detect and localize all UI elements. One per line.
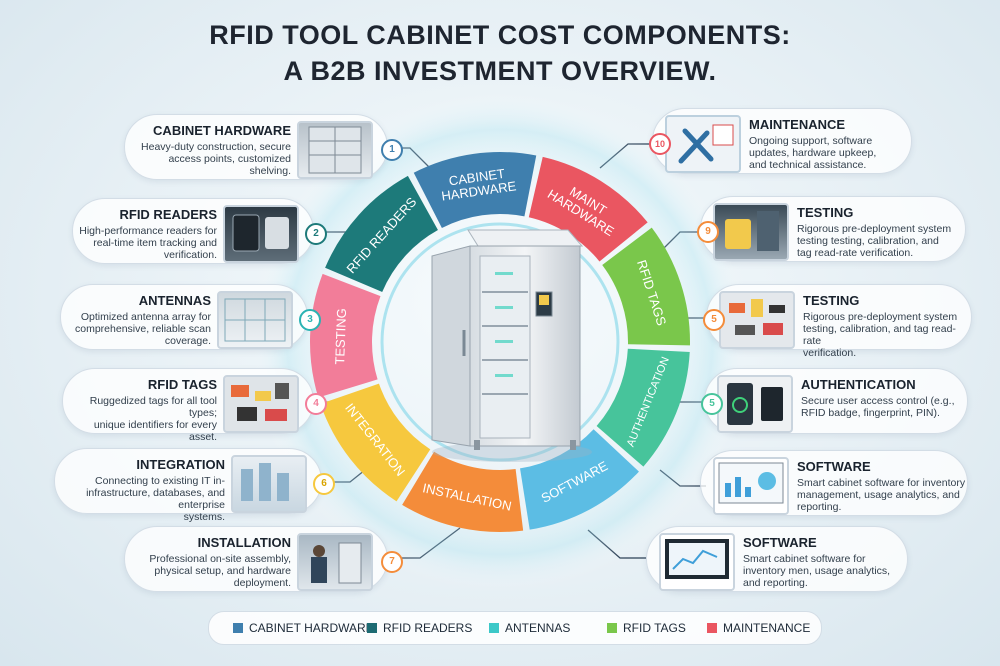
number-badge: 6 [313,473,335,495]
card-rfid-tags: RFID TAGS Ruggedized tags for all tool t… [62,368,327,443]
number-badge: 2 [305,223,327,245]
card-desc: Ruggedized tags for all tool types;uniqu… [89,395,217,443]
testing-tags-image [719,291,795,349]
ring-segment-integration [320,383,431,502]
ring-segment-installation [402,451,524,533]
installation-technicians-image [297,533,373,591]
ring-segment-authentication [596,348,690,467]
card-title: INTEGRATION [136,457,225,472]
legend-swatch [607,623,617,633]
card-title: SOFTWARE [743,535,817,550]
card-software-1: SOFTWARE Smart cabinet software for inve… [700,450,968,516]
card-desc: Professional on-site assembly,physical s… [149,553,291,589]
legend-swatch [489,623,499,633]
card-rfid-readers: RFID READERS High-performance readers fo… [72,198,327,264]
number-badge: 5 [703,309,725,331]
testing-calibration-image [713,203,789,261]
legend: CABINET HARDWARE RFID READERS ANTENNAS R… [208,611,822,645]
cabinet-hardware-image [297,121,373,179]
card-desc: Connecting to existing IT in-infrastruct… [86,475,225,523]
ring-segment-testing [310,273,381,398]
maintenance-tools-image [665,115,741,173]
rfid-cabinet-illustration [431,229,592,462]
rfid-reader-image [223,205,299,263]
software-monitor-image [659,533,735,591]
ring-segment-software [520,429,639,530]
ring-label: TESTING [332,308,349,365]
title-line-2: A B2B INVESTMENT OVERVIEW. [283,56,717,86]
title-line-1: RFID TOOL CABINET COST COMPONENTS: [209,20,791,50]
fingerprint-keypad-image [717,375,793,433]
card-title: ANTENNAS [138,293,211,308]
legend-item-cabinet-hardware: CABINET HARDWARE [233,621,374,635]
number-badge: 5 [701,393,723,415]
ring-segment-rfid-tags [602,227,690,346]
number-badge: 7 [381,551,403,573]
number-badge: 4 [305,393,327,415]
number-badge: 10 [649,133,671,155]
ring-segments [310,152,690,533]
number-badge: 3 [299,309,321,331]
software-dashboard-image [713,457,789,515]
card-title: CABINET HARDWARE [153,123,291,138]
card-title: SOFTWARE [797,459,871,474]
card-desc: Secure user access control (e.g.,RFID ba… [801,395,955,419]
ring-segment-rfid-readers [325,175,438,292]
card-authentication: AUTHENTICATION Secure user access contro… [701,368,968,434]
rfid-tags-image [223,375,299,433]
card-title: RFID READERS [119,207,217,222]
legend-item-antennas: ANTENNAS [489,621,570,635]
legend-swatch [233,623,243,633]
legend-swatch [367,623,377,633]
legend-item-rfid-readers: RFID READERS [367,621,472,635]
ring-segment-cabinet-hardware [413,152,537,228]
card-installation: INSTALLATION Professional on-site assemb… [124,526,403,592]
integration-servers-image [231,455,307,513]
number-badge: 9 [697,221,719,243]
legend-item-rfid-tags: RFID TAGS [607,621,686,635]
number-badge: 1 [381,139,403,161]
card-title: MAINTENANCE [749,117,846,132]
card-title: TESTING [803,293,860,308]
card-title: TESTING [797,205,854,220]
card-title: INSTALLATION [197,535,291,550]
antenna-array-image [217,291,293,349]
card-cabinet-hardware: CABINET HARDWARE Heavy-duty construction… [124,114,403,180]
inner-glow-ring [380,222,620,462]
legend-item-maintenance: MAINTENANCE [707,621,810,635]
legend-swatch [707,623,717,633]
card-title: AUTHENTICATION [801,377,916,392]
card-title: RFID TAGS [147,377,217,392]
ring-segment-maint-hardware [528,156,648,262]
card-integration: INTEGRATION Connecting to existing IT in… [54,448,335,523]
